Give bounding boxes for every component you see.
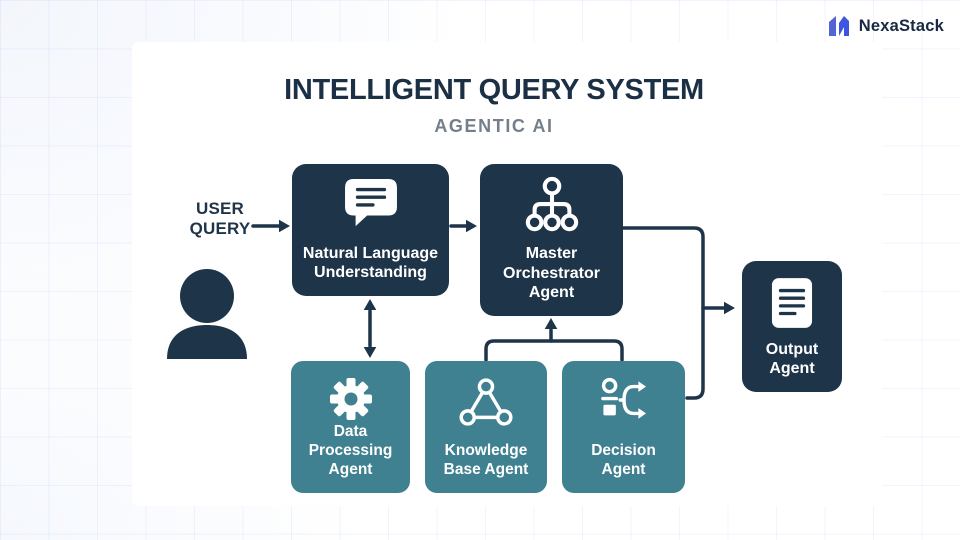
branch-arrows-icon (600, 377, 646, 419)
node-label: Knowledge Base Agent (443, 442, 529, 479)
document-icon (771, 278, 813, 328)
node-knowledge-base-agent: Knowledge Base Agent (425, 361, 547, 493)
node-label: Data Processing Agent (308, 423, 393, 479)
node-data-processing-agent: Data Processing Agent (291, 361, 410, 493)
node-decision-agent: Decision Agent (562, 361, 685, 493)
page-title: INTELLIGENT QUERY SYSTEM (284, 74, 704, 106)
node-label: Master Orchestrator Agent (503, 245, 600, 302)
brand-name: NexaStack (858, 16, 944, 35)
brand-logo: NexaStack (826, 13, 944, 39)
user-query-label: USER QUERY (189, 199, 251, 239)
node-natural-language-understanding: Natural Language Understanding (292, 164, 449, 296)
node-label: Decision Agent (591, 442, 656, 479)
node-master-orchestrator-agent: Master Orchestrator Agent (480, 164, 623, 316)
person-icon (167, 269, 247, 359)
page-subtitle: AGENTIC AI (434, 116, 554, 136)
network-triangle-icon (459, 378, 513, 426)
logo-mark-icon (828, 16, 849, 36)
gear-icon (329, 378, 372, 420)
node-output-agent: Output Agent (742, 261, 842, 392)
org-tree-icon (525, 176, 578, 232)
node-label: Natural Language Understanding (302, 244, 439, 282)
chat-bubble-icon (344, 178, 397, 227)
node-label: Output Agent (765, 340, 819, 378)
